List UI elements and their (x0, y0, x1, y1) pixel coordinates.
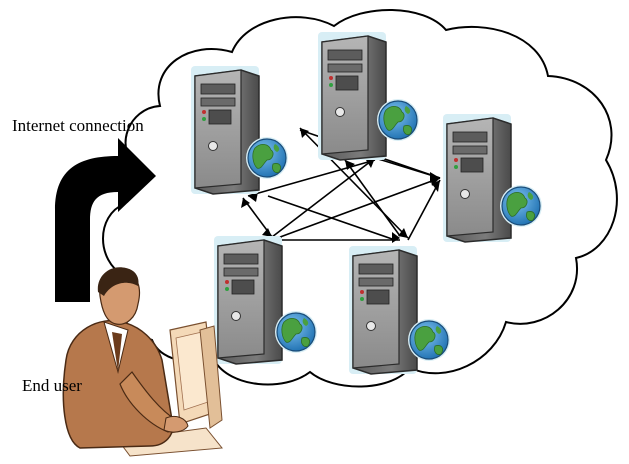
globe-icon (407, 318, 451, 362)
globe-icon (274, 310, 318, 354)
globe-icon (245, 136, 289, 180)
server-tower-icon (213, 235, 283, 365)
connection-arrows (241, 127, 441, 245)
end-user-label: End user (22, 376, 82, 395)
server-tower-icon (348, 245, 418, 375)
user-at-computer-icon (62, 267, 223, 457)
curved-up-right-arrow-icon (55, 138, 156, 302)
connection-arrow (242, 127, 441, 241)
server-tower-icon (317, 31, 387, 161)
server-tower-icon (190, 65, 260, 195)
globe-icon (376, 98, 420, 142)
internet-connection-label: Internet connection (12, 116, 144, 135)
globe-icon (499, 184, 543, 228)
server-tower-icon (442, 113, 512, 243)
